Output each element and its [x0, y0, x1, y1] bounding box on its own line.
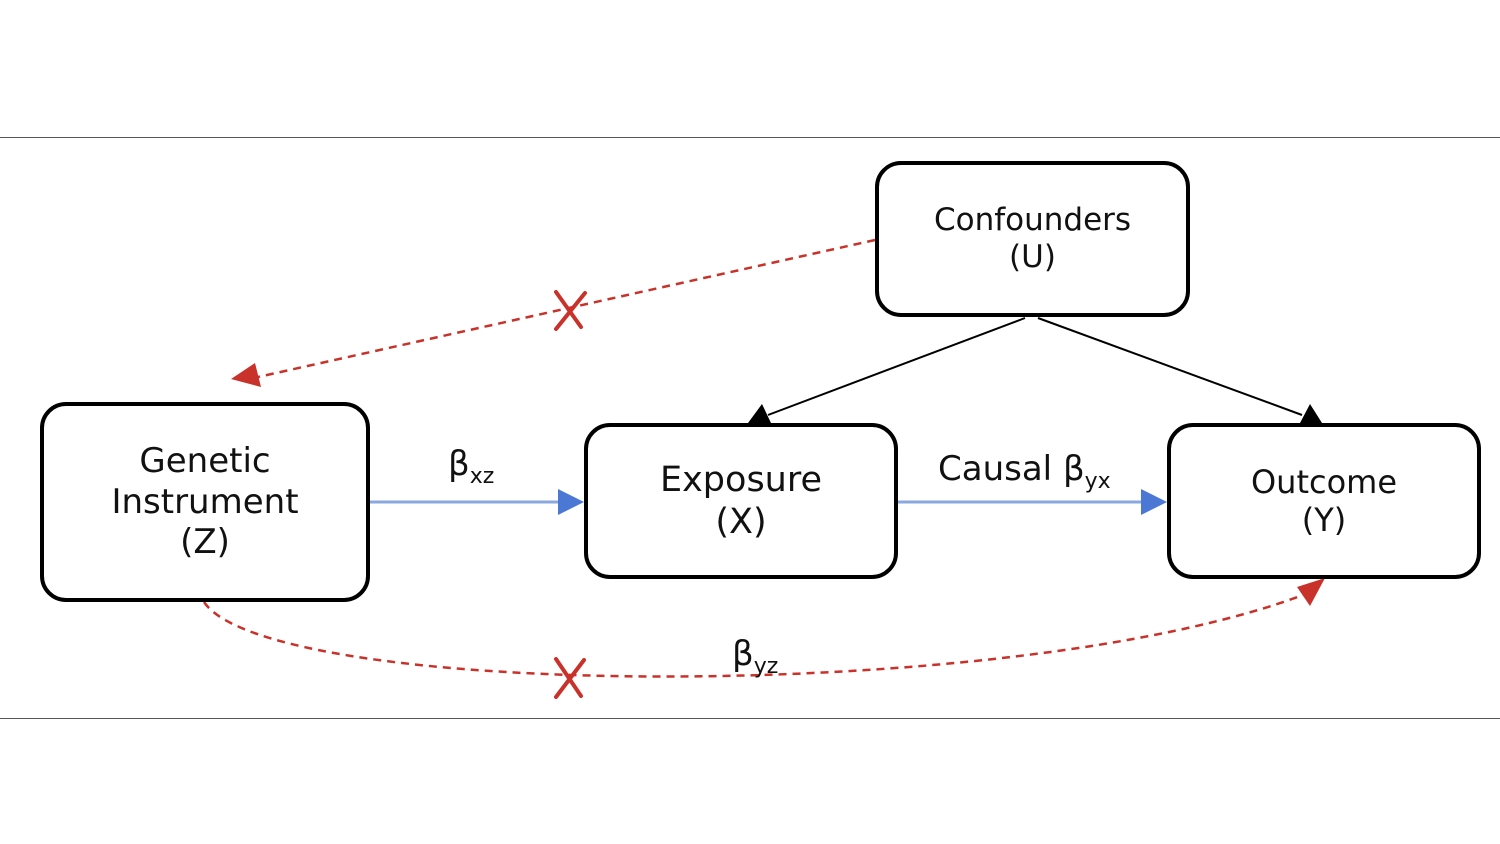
edge-label-causal-beta-yx: Causal βyx	[938, 449, 1111, 493]
instrument-label-line1: Genetic	[139, 440, 271, 481]
beta-yx-symbol: β	[1062, 449, 1085, 489]
exposure-node: Exposure (X)	[584, 423, 898, 579]
confounders-node: Confounders (U)	[875, 161, 1190, 317]
arrowhead-outcome-from-confounders	[1300, 404, 1322, 423]
beta-yz-subscript: yz	[753, 654, 779, 679]
edge-label-beta-yz: βyz	[732, 634, 778, 678]
causal-prefix: Causal	[938, 449, 1063, 489]
bottom-divider	[0, 718, 1500, 719]
instrument-label-line2: Instrument	[111, 481, 299, 522]
blocked-x-mark-top	[554, 290, 587, 331]
arrowhead-instrument-from-confounders	[231, 363, 261, 387]
blocked-x-mark-bottom	[554, 657, 586, 699]
beta-yz-symbol: β	[732, 634, 754, 674]
outcome-node: Outcome (Y)	[1167, 423, 1481, 579]
edge-label-beta-xz: βxz	[448, 444, 494, 488]
confounders-symbol: (U)	[1009, 239, 1056, 275]
dashed-arrow-instrument-to-outcome	[202, 593, 1304, 678]
instrument-symbol: (Z)	[180, 522, 230, 563]
arrow-confounders-to-exposure	[767, 317, 1026, 416]
exposure-label: Exposure	[659, 460, 823, 500]
confounders-label: Confounders	[933, 201, 1132, 238]
arrowhead-exposure-from-instrument	[558, 489, 584, 515]
dashed-arrow-confounders-to-instrument	[257, 238, 876, 379]
beta-xz-symbol: β	[448, 444, 470, 484]
arrowhead-outcome-from-exposure	[1141, 489, 1167, 515]
exposure-symbol: (X)	[715, 502, 767, 542]
arrow-confounders-to-outcome	[1037, 317, 1303, 416]
beta-yx-subscript: yx	[1084, 469, 1111, 494]
beta-xz-subscript: xz	[469, 464, 495, 489]
arrowhead-exposure	[748, 404, 771, 423]
outcome-symbol: (Y)	[1301, 501, 1347, 539]
outcome-label: Outcome	[1250, 462, 1398, 501]
arrowhead-outcome-from-instrument	[1297, 578, 1325, 606]
top-divider	[0, 137, 1500, 138]
genetic-instrument-node: Genetic Instrument (Z)	[40, 402, 370, 602]
